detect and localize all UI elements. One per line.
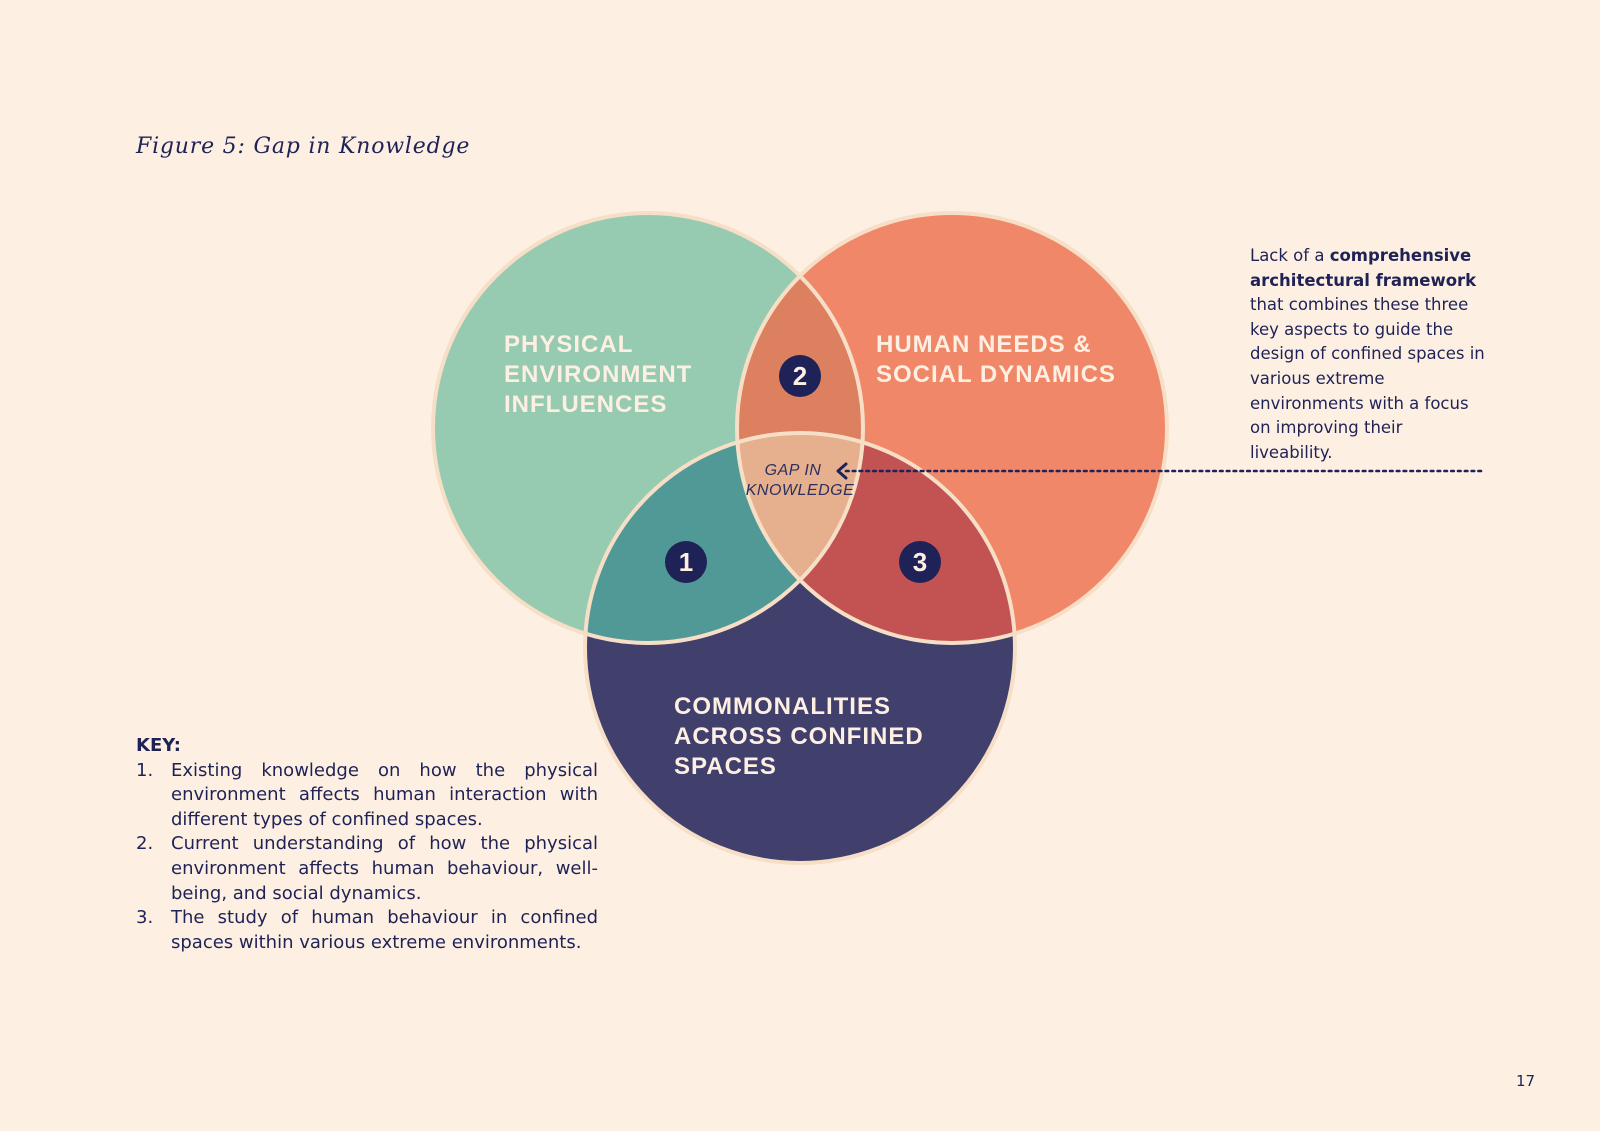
key-item-text: Current understanding of how the physica… <box>171 833 598 904</box>
label-physical-line-3: INFLUENCES <box>504 391 668 418</box>
label-physical-line-1: PHYSICAL <box>504 331 634 358</box>
page-number: 17 <box>1516 1072 1536 1090</box>
overlap-human-commonalities <box>737 433 1015 643</box>
badge-3: 3 <box>899 541 941 583</box>
badge-2: 2 <box>779 355 821 397</box>
label-gap-in-knowledge: GAP IN KNOWLEDGE <box>735 461 865 501</box>
key-item-text: The study of human behaviour in confined… <box>171 907 598 953</box>
key-list: 1. Existing knowledge on how the physica… <box>136 759 598 956</box>
key-item-number: 3. <box>136 907 154 929</box>
label-human-needs: HUMAN NEEDS & SOCIAL DYNAMICS <box>876 330 1116 390</box>
key-item-2: 2. Current understanding of how the phys… <box>136 832 598 906</box>
key-item-number: 2. <box>136 833 154 855</box>
note-prefix: Lack of a <box>1250 246 1330 265</box>
gap-annotation: Lack of a comprehensive architectural fr… <box>1250 244 1490 465</box>
label-commonalities-line-3: SPACES <box>674 753 777 780</box>
key-item-number: 1. <box>136 759 154 781</box>
figure-title: Figure 5: Gap in Knowledge <box>136 134 471 159</box>
label-commonalities: COMMONALITIES ACROSS CONFINED SPACES <box>674 692 924 782</box>
key-title: KEY: <box>136 735 181 756</box>
overlap-physical-commonalities <box>585 433 863 643</box>
gap-label-line-1: GAP IN <box>764 462 822 479</box>
key-item-3: 3. The study of human behaviour in confi… <box>136 906 598 955</box>
label-commonalities-line-1: COMMONALITIES <box>674 693 891 720</box>
note-suffix: that combines these three key aspects to… <box>1250 295 1485 462</box>
gap-label-line-2: KNOWLEDGE <box>745 482 855 499</box>
label-human-line-2: SOCIAL DYNAMICS <box>876 361 1116 388</box>
note-emphasis: comprehensive architectural framework <box>1250 246 1477 290</box>
circle-human-outline <box>735 211 1169 645</box>
label-physical-line-2: ENVIRONMENT <box>504 361 693 388</box>
label-commonalities-line-2: ACROSS CONFINED <box>674 723 924 750</box>
circle-physical-outline <box>431 211 865 645</box>
key-legend: KEY: 1. Existing knowledge on how the ph… <box>136 734 598 955</box>
key-item-1: 1. Existing knowledge on how the physica… <box>136 759 598 833</box>
badge-1: 1 <box>665 541 707 583</box>
circle-commonalities-outline <box>583 431 1017 865</box>
label-physical-environment: PHYSICAL ENVIRONMENT INFLUENCES <box>504 330 692 420</box>
key-item-text: Existing knowledge on how the physical e… <box>171 759 598 830</box>
gap-pointer-arrow-icon <box>836 462 848 480</box>
label-human-line-1: HUMAN NEEDS & <box>876 331 1092 358</box>
